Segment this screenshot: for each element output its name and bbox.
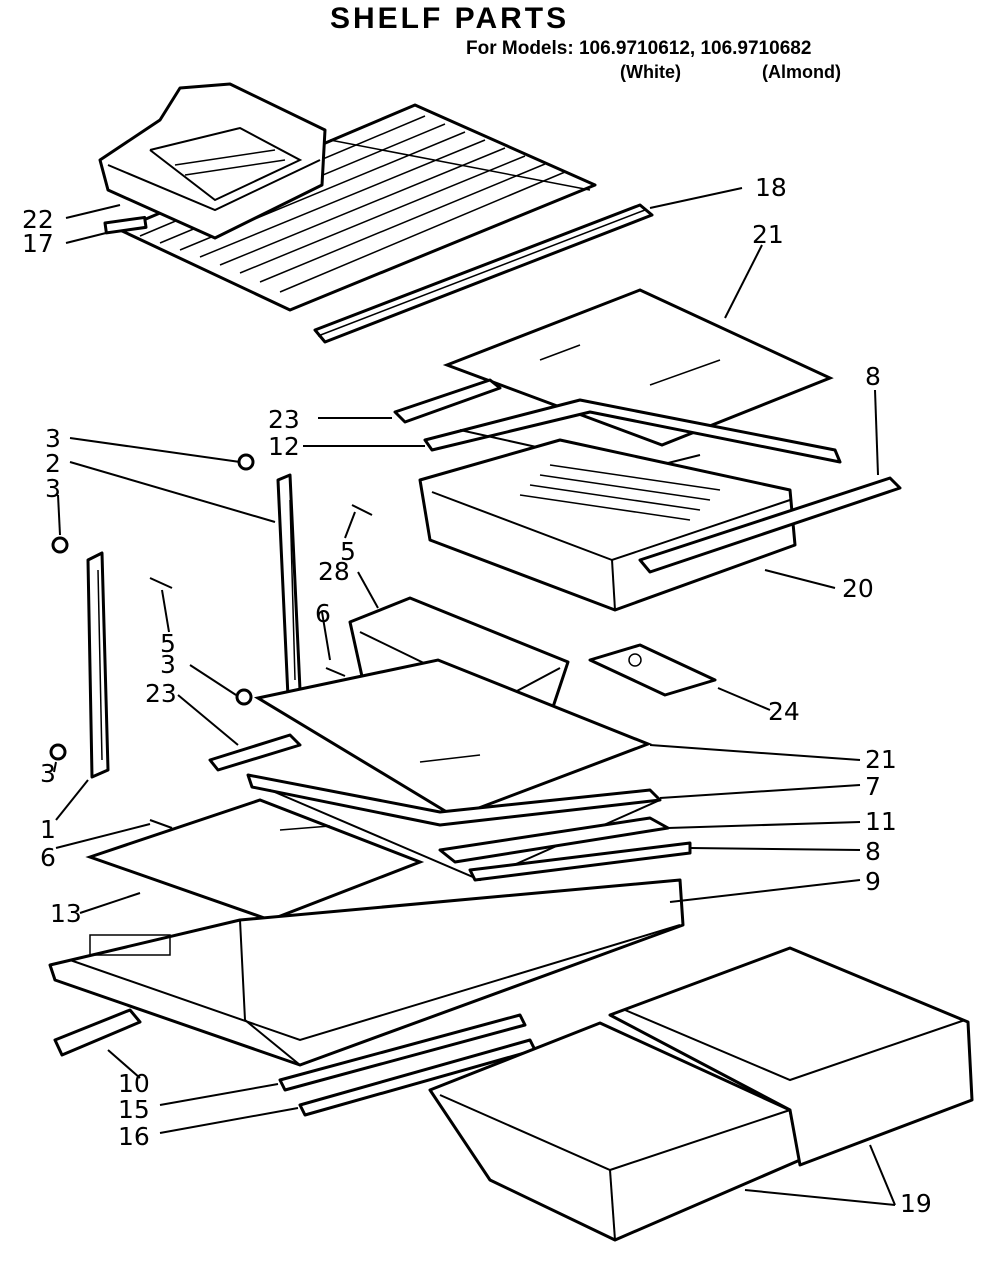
callout-1: 1 <box>40 815 56 844</box>
callout-labels: 22 17 18 21 8 23 12 3 2 3 5 5 28 6 20 3 … <box>22 173 932 1218</box>
callout-7: 7 <box>865 772 881 801</box>
basket-22 <box>98 82 327 240</box>
callout-13: 13 <box>50 899 82 928</box>
rail-23-lower <box>208 733 302 772</box>
callout-16: 16 <box>118 1122 150 1151</box>
callout-8-lower: 8 <box>865 837 881 866</box>
callout-3-b: 3 <box>45 474 61 503</box>
cover-24 <box>588 643 717 697</box>
callout-18: 18 <box>755 173 787 202</box>
callout-9: 9 <box>865 867 881 896</box>
callout-8-upper: 8 <box>865 362 881 391</box>
page-title: SHELF PARTS <box>330 2 570 35</box>
callout-23-upper: 23 <box>268 405 300 434</box>
callout-28: 28 <box>318 557 350 586</box>
callout-3-d: 3 <box>40 759 56 788</box>
callout-2: 2 <box>45 449 61 478</box>
callout-15: 15 <box>118 1095 150 1124</box>
pan-20-upper <box>418 438 797 612</box>
glass-shelf-21-middle <box>253 658 653 819</box>
rail-10 <box>53 1008 142 1057</box>
callout-3-a: 3 <box>45 424 61 453</box>
callout-20: 20 <box>842 574 874 603</box>
ladder-2 <box>276 473 302 699</box>
variant-almond-label: (Almond) <box>762 62 841 82</box>
callout-12: 12 <box>268 432 300 461</box>
callout-21-middle: 21 <box>865 745 897 774</box>
callout-6-a: 6 <box>315 599 331 628</box>
callout-23-lower: 23 <box>145 679 177 708</box>
screws-and-caps <box>49 453 373 829</box>
trim-8-lower <box>468 841 692 882</box>
models-line: For Models: 106.9710612, 106.9710682 <box>466 38 812 59</box>
ladder-1 <box>86 551 110 779</box>
callout-3-c: 3 <box>160 650 176 679</box>
callout-19: 19 <box>900 1189 932 1218</box>
crisper-cover-9 <box>48 878 685 1067</box>
callout-17: 17 <box>22 229 54 258</box>
callout-5-b: 5 <box>160 629 176 658</box>
callout-10: 10 <box>118 1069 150 1098</box>
variant-white-label: (White) <box>620 62 681 82</box>
callout-5-a: 5 <box>340 537 356 566</box>
callout-6-b: 6 <box>40 843 56 872</box>
trim-18 <box>313 203 654 344</box>
callout-11: 11 <box>865 807 897 836</box>
crisper-pans-19 <box>428 946 974 1242</box>
glass-shelf-21-upper <box>442 288 834 447</box>
leader-lines <box>53 187 896 1206</box>
callout-22: 22 <box>22 205 54 234</box>
callout-24: 24 <box>768 697 800 726</box>
glass-shelf-13 <box>85 798 425 922</box>
rail-23-upper <box>393 378 502 424</box>
rails-15-16 <box>278 1013 537 1117</box>
callout-21-upper: 21 <box>752 220 784 249</box>
trim-8-upper <box>638 476 902 574</box>
